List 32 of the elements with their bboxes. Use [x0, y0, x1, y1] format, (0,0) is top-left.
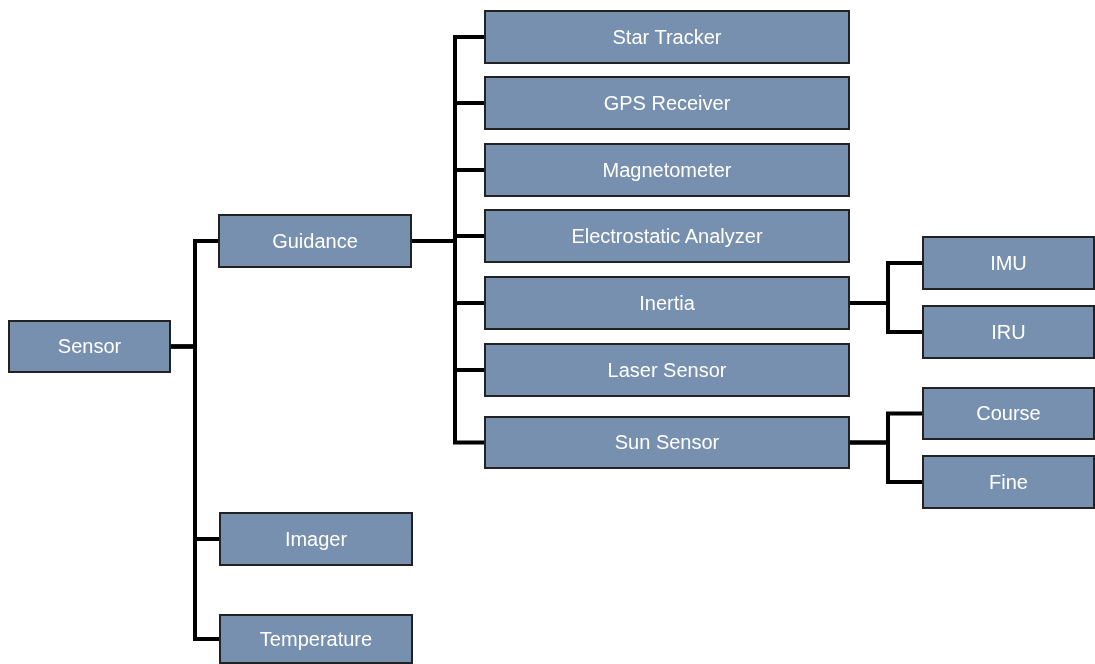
- node-box: [219, 614, 413, 664]
- node-box: [484, 343, 850, 397]
- node-label: Laser Sensor: [607, 358, 727, 382]
- node-box: [922, 387, 1095, 440]
- node-label: Inertia: [639, 291, 695, 315]
- node-box: [922, 236, 1095, 290]
- node-label: Course: [976, 402, 1041, 425]
- connector-line: [171, 344, 219, 641]
- node-box: [922, 305, 1095, 359]
- node-label: Fine: [989, 470, 1028, 494]
- connector-line: [850, 440, 922, 484]
- node-label: Sensor: [57, 335, 122, 358]
- node-label: Magnetometer: [602, 158, 732, 182]
- node-box: [8, 320, 171, 373]
- node-box: [484, 76, 850, 130]
- node-label: Guidance: [272, 229, 358, 253]
- node-label: IRU: [991, 320, 1026, 344]
- node-box: [484, 143, 850, 197]
- node-box: [484, 209, 850, 263]
- node-box: [484, 10, 850, 64]
- node-label: GPS Receiver: [603, 91, 731, 115]
- node-label: Temperature: [259, 627, 373, 651]
- node-label: Imager: [284, 527, 348, 551]
- node-box: [922, 455, 1095, 509]
- node-label: Electrostatic Analyzer: [571, 224, 763, 248]
- node-box: [218, 214, 412, 268]
- node-box: [484, 276, 850, 330]
- node-label: Sun Sensor: [614, 431, 720, 454]
- node-box: [484, 416, 850, 469]
- node-box: [219, 512, 413, 566]
- node-label: Star Tracker: [612, 25, 722, 49]
- node-label: IMU: [990, 251, 1027, 275]
